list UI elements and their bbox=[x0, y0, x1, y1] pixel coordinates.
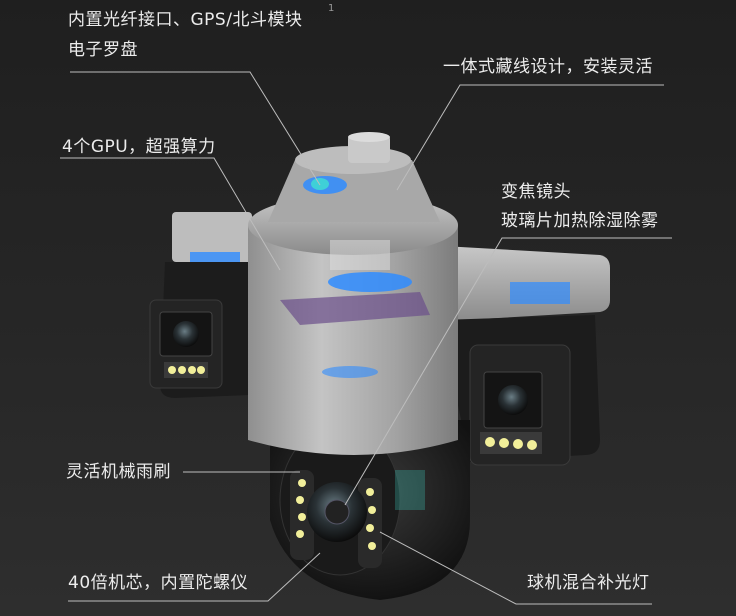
callout-hidden-wiring: 一体式藏线设计，安装灵活 bbox=[443, 57, 653, 77]
main-housing bbox=[248, 132, 458, 455]
callout-fiber-superscript: 1 bbox=[328, 3, 335, 14]
callout-zoom-lens-line2: 玻璃片加热除湿除雾 bbox=[501, 211, 659, 231]
leader-line-fill-light bbox=[379, 531, 652, 605]
callout-core: 40倍机芯，内置陀螺仪 bbox=[68, 573, 249, 593]
callout-gpu: 4个GPU，超强算力 bbox=[62, 137, 216, 157]
leader-line-zoom-lens bbox=[344, 237, 672, 506]
callout-wiper: 灵活机械雨刷 bbox=[66, 462, 171, 482]
left-side-camera bbox=[149, 212, 252, 398]
leader-line-fiber bbox=[70, 71, 321, 186]
callout-fill-light: 球机混合补光灯 bbox=[527, 573, 650, 593]
leader-line-core bbox=[68, 552, 321, 602]
callout-fiber-line1: 内置光纤接口、GPS/北斗模块 bbox=[68, 10, 303, 30]
callout-fiber-line2: 电子罗盘 bbox=[68, 40, 138, 60]
leader-line-gpu bbox=[60, 157, 281, 271]
callout-zoom-lens-line1: 变焦镜头 bbox=[501, 182, 571, 202]
leader-line-hidden-wiring bbox=[396, 84, 664, 191]
right-side-camera bbox=[425, 245, 610, 466]
